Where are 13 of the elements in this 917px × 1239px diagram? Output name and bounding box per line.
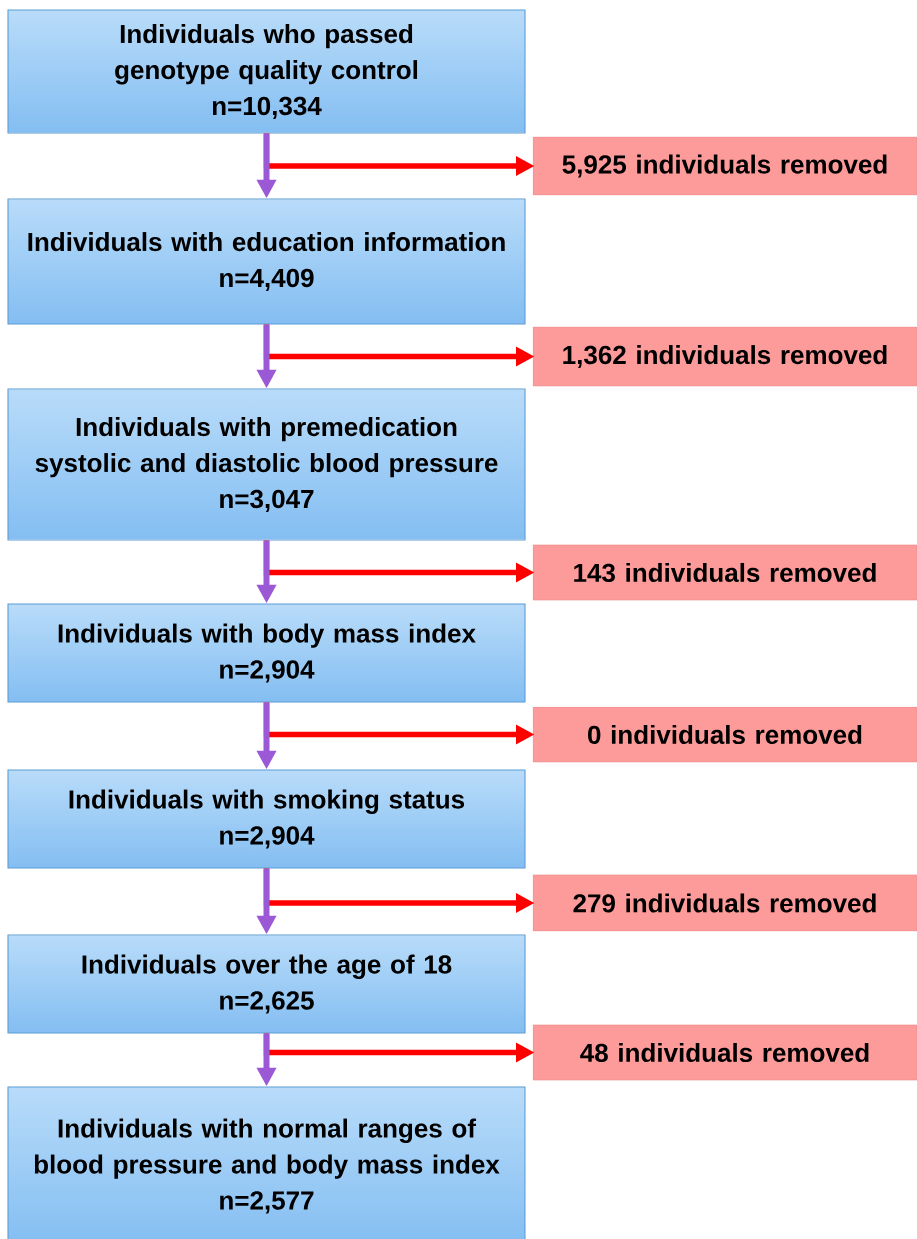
process-box: Individuals with smoking status n=2,904 bbox=[7, 769, 526, 869]
exclusion-box: 48 individuals removed bbox=[532, 1024, 917, 1081]
exclusion-box: 143 individuals removed bbox=[532, 544, 917, 601]
process-box: Individuals who passed genotype quality control n=10,334 bbox=[7, 9, 526, 134]
process-box: Individuals over the age of 18 n=2,625 bbox=[7, 934, 526, 1034]
process-box: Individuals with body mass index n=2,904 bbox=[7, 603, 526, 703]
process-box: Individuals with premedication systolic and diastolic blood pressure n=3,047 bbox=[7, 388, 526, 541]
exclusion-box: 1,362 individuals removed bbox=[532, 326, 917, 387]
exclusion-box: 5,925 individuals removed bbox=[532, 136, 917, 196]
exclusion-box: 279 individuals removed bbox=[532, 874, 917, 932]
exclusion-box: 0 individuals removed bbox=[532, 706, 917, 763]
process-box: Individuals with normal ranges of blood pressure and body mass index n=2,577 bbox=[7, 1086, 526, 1239]
process-box: Individuals with education information n=4,409 bbox=[7, 198, 526, 325]
